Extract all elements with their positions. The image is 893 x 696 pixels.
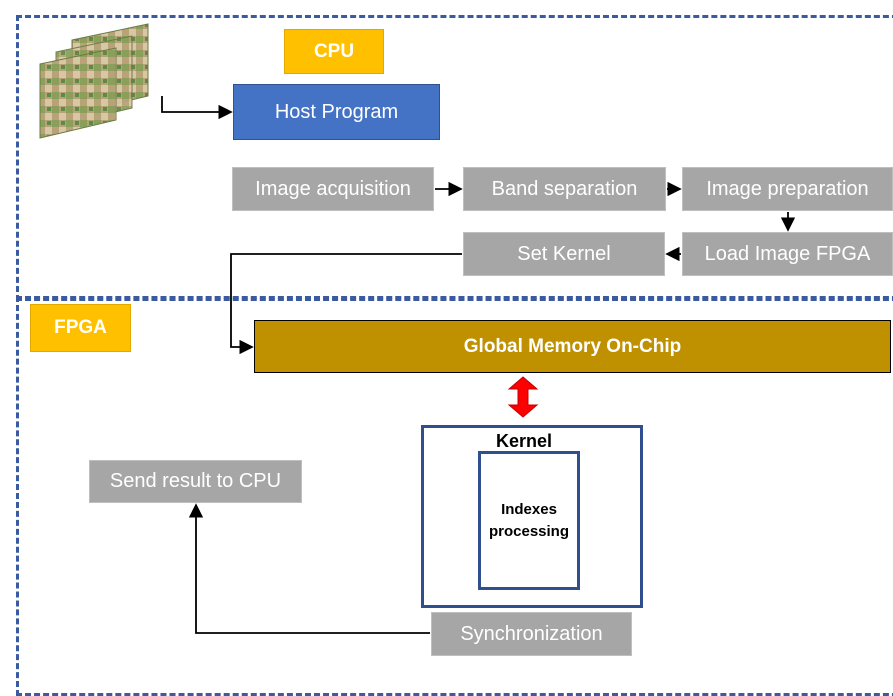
arrow-images-to-host bbox=[161, 96, 233, 120]
set-kernel-step: Set Kernel bbox=[463, 232, 665, 276]
host-program-box: Host Program bbox=[233, 84, 440, 140]
load-image-fpga-step: Load Image FPGA bbox=[682, 232, 893, 276]
send-result-step: Send result to CPU bbox=[89, 460, 302, 503]
double-arrow-icon bbox=[507, 376, 539, 418]
connector-layer bbox=[161, 96, 796, 634]
arrow-sync-to-send bbox=[188, 503, 430, 634]
indexes-label-line2: processing bbox=[488, 522, 570, 540]
image-preparation-step: Image preparation bbox=[682, 167, 893, 211]
synchronization-step: Synchronization bbox=[431, 612, 632, 656]
cpu-label: CPU bbox=[284, 29, 384, 74]
kernel-title: Kernel bbox=[495, 431, 553, 451]
image-acquisition-step: Image acquisition bbox=[232, 167, 434, 211]
arrow-setkernel-to-memory bbox=[230, 253, 462, 355]
global-memory-box: Global Memory On-Chip bbox=[254, 320, 891, 373]
indexes-processing-box: Indexes processing bbox=[478, 451, 580, 590]
indexes-label-line1: Indexes bbox=[501, 500, 557, 518]
cpu-region bbox=[16, 15, 893, 301]
fpga-label: FPGA bbox=[30, 304, 131, 352]
satellite-image-stack-icon bbox=[38, 22, 150, 140]
band-separation-step: Band separation bbox=[463, 167, 666, 211]
